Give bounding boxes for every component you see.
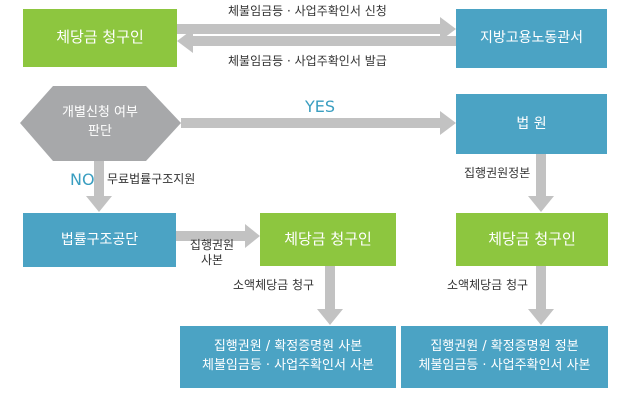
edge-label-no: NO — [70, 170, 95, 189]
legal-aid-box: 법률구조공단 — [23, 213, 176, 267]
labor-office-label: 지방고용노동관서 — [479, 30, 584, 47]
court-label: 법 원 — [516, 115, 547, 132]
edge-label-apply: 체불임금등 · 사업주확인서 신청 — [228, 4, 387, 18]
claimant-box-right: 체당금 청구인 — [456, 213, 608, 266]
decision-label-wrap: 개별신청 여부 판단 — [35, 98, 165, 148]
claimant-right-label: 체당금 청구인 — [488, 229, 576, 248]
arrow-claimant2-down — [317, 266, 343, 325]
decision-diamond — [20, 86, 181, 161]
documents-box-right: 집행권원 / 확정증명원 정본 체불임금등 · 사업주확인서 사본 — [401, 326, 608, 388]
arrow-legal-aid — [176, 224, 260, 248]
edge-label-small-claim-left: 소액체당금 청구 — [233, 278, 315, 292]
claimant-top-label: 체당금 청구인 — [56, 28, 144, 47]
arrow-issue — [177, 29, 456, 53]
documents-right-label: 집행권원 / 확정증명원 정본 체불임금등 · 사업주확인서 사본 — [418, 339, 591, 373]
claimant-box-middle: 체당금 청구인 — [260, 213, 396, 266]
edge-label-small-claim-right: 소액체당금 청구 — [447, 278, 529, 292]
documents-box-left: 집행권원 / 확정증명원 사본 체불임금등 · 사업주확인서 사본 — [180, 326, 396, 388]
arrow-no — [86, 160, 112, 212]
claimant-box-top: 체당금 청구인 — [23, 9, 177, 67]
decision-label: 개별신청 여부 판단 — [62, 105, 138, 139]
arrow-court-down — [528, 154, 554, 212]
arrow-yes — [181, 111, 456, 135]
court-box: 법 원 — [456, 94, 607, 154]
edge-label-enforcement-original: 집행권원정본 — [464, 166, 531, 180]
claimant-middle-label: 체당금 청구인 — [284, 229, 372, 248]
edge-label-enforcement-copy: 집행권원 사본 — [189, 238, 235, 267]
edge-label-issue: 체불임금등 · 사업주확인서 발급 — [228, 54, 387, 68]
edge-label-free-legal-aid: 무료법률구조지원 — [107, 172, 196, 186]
edge-label-yes: YES — [305, 97, 336, 116]
labor-office-box: 지방고용노동관서 — [456, 9, 607, 68]
arrow-apply — [177, 17, 456, 41]
legal-aid-label: 법률구조공단 — [60, 231, 139, 248]
arrow-claimant3-down — [528, 266, 554, 325]
documents-left-label: 집행권원 / 확정증명원 사본 체불임금등 · 사업주확인서 사본 — [201, 339, 374, 373]
